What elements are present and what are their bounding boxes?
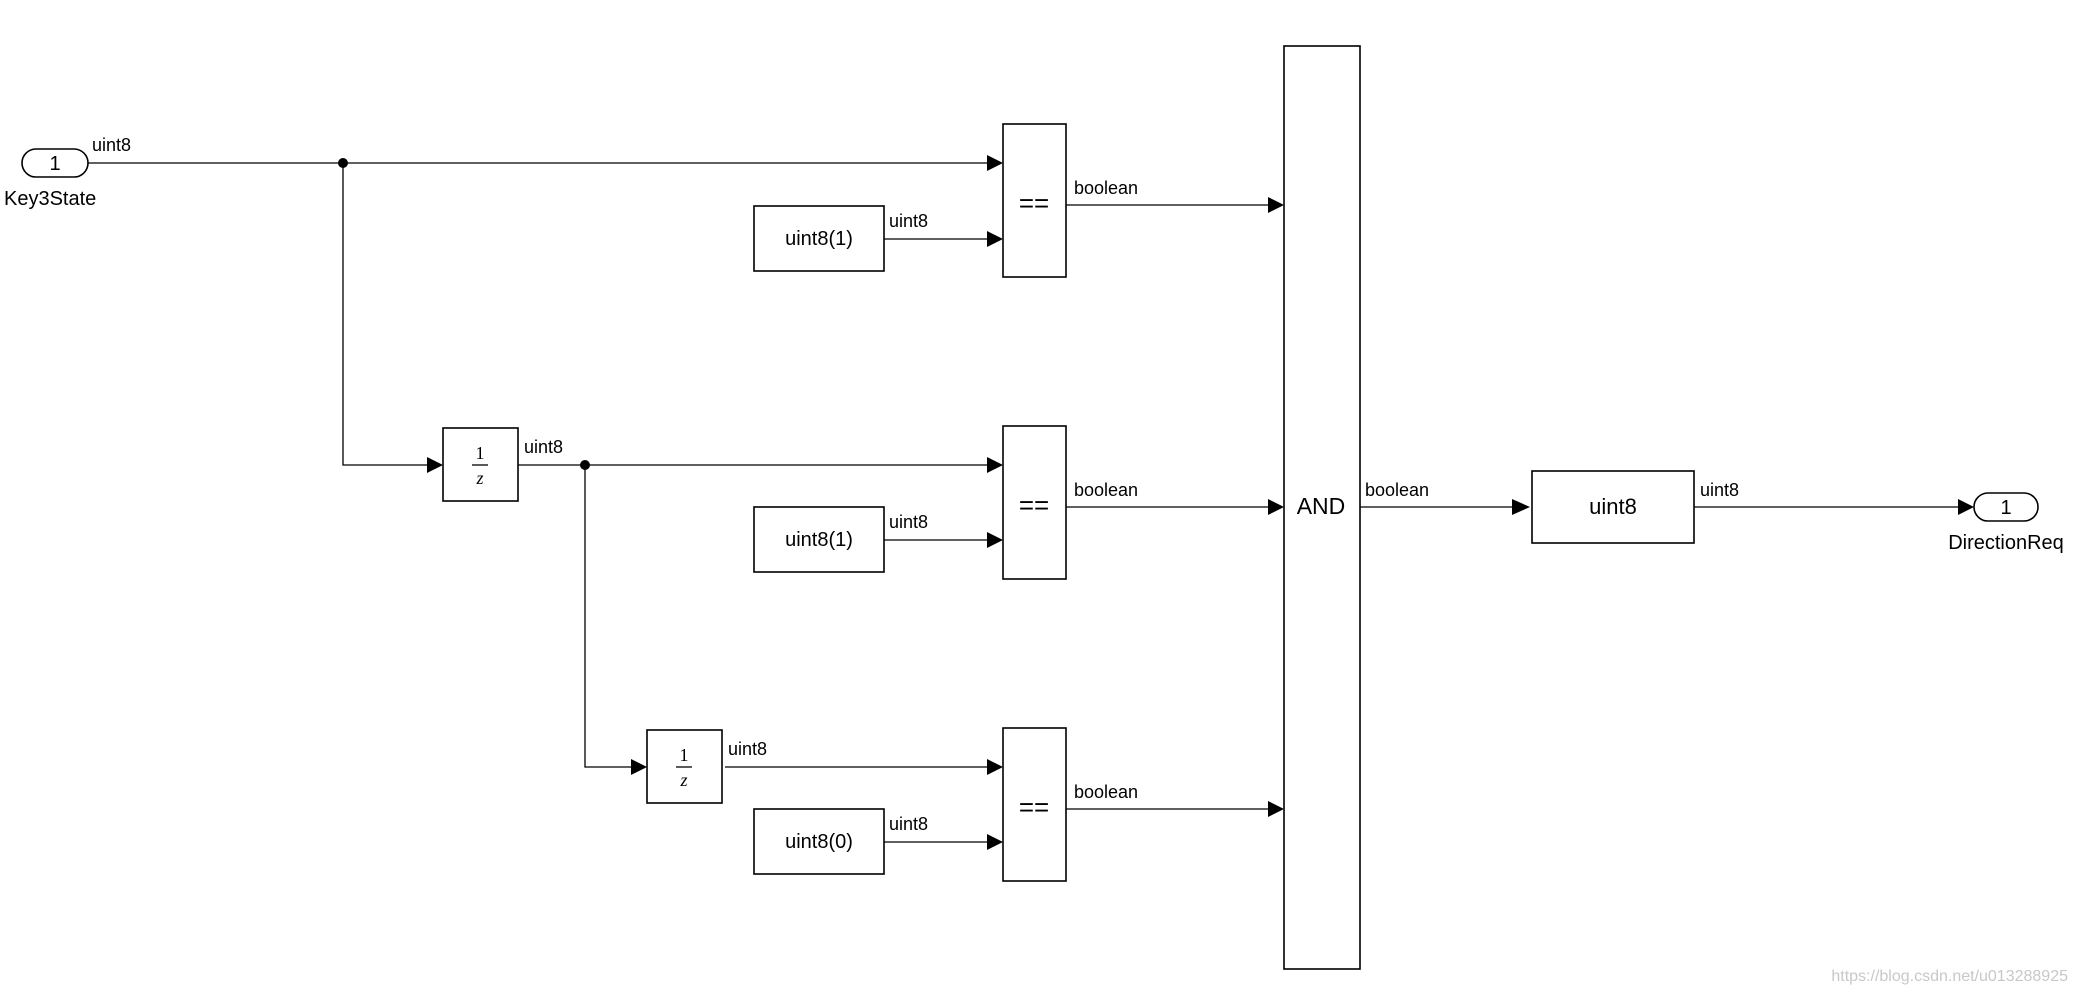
compare1-signal-label: boolean — [1074, 178, 1138, 198]
inport-name: Key3State — [4, 188, 96, 210]
constant3-value: uint8(0) — [785, 831, 853, 853]
arrowhead-and-in1 — [1268, 197, 1284, 213]
relational-operator-block-1[interactable]: == — [1002, 123, 1067, 278]
wire-branch-to-delay1 — [342, 163, 429, 466]
arrowhead-compare1-in1 — [987, 155, 1003, 171]
signal-wires — [88, 162, 1966, 843]
convert-label: uint8 — [1589, 494, 1637, 519]
unit-delay-block-2[interactable]: 1 z — [646, 729, 723, 804]
constant1-value: uint8(1) — [785, 228, 853, 250]
arrowheads — [427, 155, 1974, 850]
constant-block-3[interactable]: uint8(0) — [753, 808, 885, 875]
arrowhead-compare3-in1 — [987, 759, 1003, 775]
arrowhead-compare1-in2 — [987, 231, 1003, 247]
inport-block[interactable]: 1 — [21, 148, 89, 178]
delay2-denominator: z — [679, 770, 687, 790]
arrowhead-delay1-in — [427, 457, 443, 473]
delay1-numerator: 1 — [476, 443, 485, 463]
delay1-signal-label: uint8 — [524, 437, 563, 457]
outport-number: 1 — [2000, 497, 2011, 519]
watermark-text: https://blog.csdn.net/u013288925 — [1831, 968, 2068, 985]
constant-block-1[interactable]: uint8(1) — [753, 205, 885, 272]
delay2-numerator: 1 — [680, 745, 689, 765]
wire-branch-to-delay2 — [584, 465, 633, 768]
constant3-signal-label: uint8 — [889, 814, 928, 834]
arrowhead-compare3-in2 — [987, 834, 1003, 850]
compare2-operator: == — [1019, 490, 1049, 520]
constant-block-2[interactable]: uint8(1) — [753, 506, 885, 573]
constant1-signal-label: uint8 — [889, 211, 928, 231]
constant2-signal-label: uint8 — [889, 512, 928, 532]
logical-and-block[interactable]: AND — [1283, 45, 1361, 970]
delay2-signal-label: uint8 — [728, 739, 767, 759]
inport-signal-label: uint8 — [92, 135, 131, 155]
delay1-denominator: z — [475, 468, 483, 488]
arrowhead-compare2-in1 — [987, 457, 1003, 473]
data-type-conversion-block[interactable]: uint8 — [1531, 470, 1695, 544]
and-operator: AND — [1297, 493, 1346, 519]
compare1-operator: == — [1019, 188, 1049, 218]
compare3-operator: == — [1019, 792, 1049, 822]
branch-point-2 — [580, 460, 590, 470]
compare2-signal-label: boolean — [1074, 480, 1138, 500]
relational-operator-block-2[interactable]: == — [1002, 425, 1067, 580]
relational-operator-block-3[interactable]: == — [1002, 727, 1067, 882]
convert-signal-label: uint8 — [1700, 480, 1739, 500]
arrowhead-and-in3 — [1268, 801, 1284, 817]
branch-point-1 — [338, 158, 348, 168]
and-signal-label: boolean — [1365, 480, 1429, 500]
arrowhead-and-in2 — [1268, 499, 1284, 515]
outport-name: DirectionReq — [1948, 532, 2064, 554]
constant2-value: uint8(1) — [785, 529, 853, 551]
arrowhead-compare2-in2 — [987, 532, 1003, 548]
arrowhead-outport-in — [1958, 499, 1974, 515]
inport-number: 1 — [49, 153, 60, 175]
arrowhead-convert-in — [1512, 499, 1530, 515]
compare3-signal-label: boolean — [1074, 782, 1138, 802]
outport-block[interactable]: 1 — [1973, 492, 2039, 522]
unit-delay-block-1[interactable]: 1 z — [442, 427, 519, 502]
arrowhead-delay2-in — [631, 759, 647, 775]
